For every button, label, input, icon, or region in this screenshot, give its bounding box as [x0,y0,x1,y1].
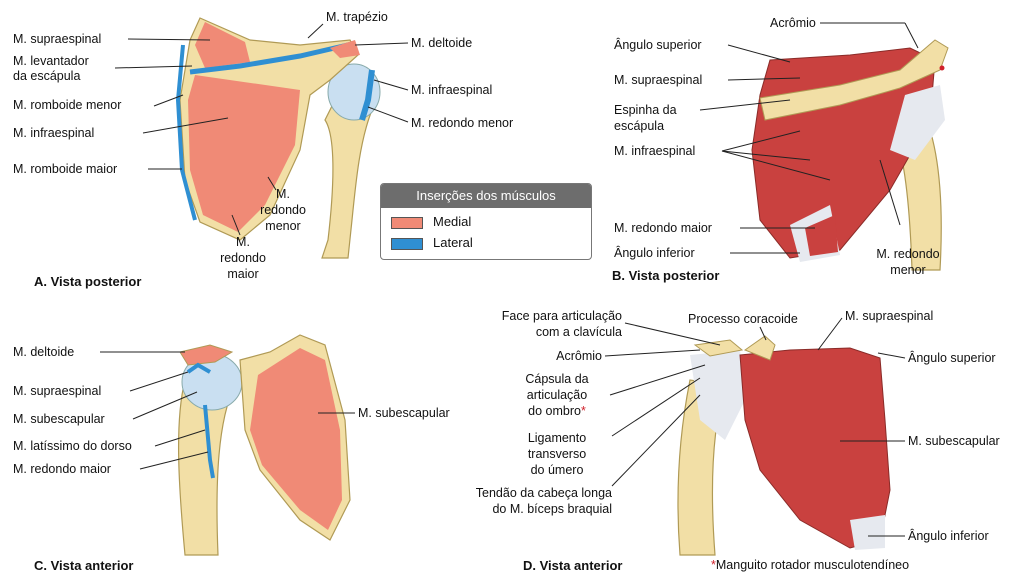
caption-d: D. Vista anterior [523,558,622,573]
label-a-supraespinal: M. supraespinal [13,32,101,47]
label-a-deltoide: M. deltoide [411,36,472,51]
caption-c: C. Vista anterior [34,558,133,573]
legend-swatch-medial [391,217,423,229]
legend-label-lateral: Lateral [433,235,473,250]
label-a-redondo-menor-right: M. redondo menor [411,116,513,131]
label-d-angulo-superior: Ângulo superior [908,351,996,366]
panel-b-drawing [752,40,948,270]
legend-title: Inserções dos músculos [381,184,591,208]
caption-b: B. Vista posterior [612,268,719,283]
label-a-redondo-menor-1: M. [258,187,308,202]
label-d-tendao-1: Tendão da cabeça longa [420,486,612,501]
label-c-latissimo: M. latíssimo do dorso [13,439,132,454]
label-d-ligamento-2: transverso [502,447,612,462]
label-d-supraespinal: M. supraespinal [845,309,933,324]
label-b-redondo-maior: M. redondo maior [614,221,712,236]
label-d-capsula-asterisk: * [581,404,586,418]
label-d-ligamento-1: Ligamento [502,431,612,446]
label-d-capsula-1: Cápsula da [502,372,612,387]
label-b-angulo-inferior: Ângulo inferior [614,246,695,261]
panel-d-drawing [678,336,890,555]
panel-c-drawing [179,335,350,555]
label-d-subescapular: M. subescapular [908,434,1000,449]
label-a-infraespinal-right: M. infraespinal [411,83,492,98]
footnote: *Manguito rotador musculotendíneo [711,558,909,573]
label-b-redondo-menor-2: menor [868,263,948,278]
label-d-ligamento-3: do úmero [502,463,612,478]
caption-a: A. Vista posterior [34,274,141,289]
label-c-subescapular: M. subescapular [13,412,105,427]
label-d-capsula-3: do ombro* [502,404,612,419]
label-b-supraespinal: M. supraespinal [614,73,702,88]
label-d-face-1: Face para articulação [440,309,622,324]
label-a-redondo-menor-3: menor [258,219,308,234]
label-d-capsula-3-text: do ombro [528,404,581,418]
label-c-redondo-maior: M. redondo maior [13,462,111,477]
label-a-levantador-1: M. levantador [13,54,89,69]
footnote-text: Manguito rotador musculotendíneo [716,558,909,572]
subscapular-area-c [250,348,342,530]
legend: Inserções dos músculos Medial Lateral [380,183,592,260]
label-d-acromio: Acrômio [480,349,602,364]
label-a-romboide-maior: M. romboide maior [13,162,117,177]
label-a-redondo-maior-3: maior [218,267,268,282]
label-b-infraespinal: M. infraespinal [614,144,695,159]
label-a-redondo-maior-2: redondo [218,251,268,266]
label-b-angulo-superior: Ângulo superior [614,38,702,53]
label-c-deltoide: M. deltoide [13,345,74,360]
legend-label-medial: Medial [433,214,471,229]
label-b-redondo-menor-1: M. redondo [868,247,948,262]
label-a-trapezio: M. trapézio [326,10,388,25]
label-a-levantador-2: da escápula [13,69,80,84]
label-b-acromio: Acrômio [770,16,816,31]
label-d-angulo-inferior: Ângulo inferior [908,529,989,544]
legend-swatch-lateral [391,238,423,250]
label-b-espinha-1: Espinha da [614,103,677,118]
inferior-angle-d [850,515,885,550]
label-d-face-2: com a clavícula [440,325,622,340]
label-a-redondo-maior-1: M. [218,235,268,250]
label-a-infraespinal: M. infraespinal [13,126,94,141]
label-b-espinha-2: escápula [614,119,664,134]
label-c-supraespinal: M. supraespinal [13,384,101,399]
label-d-capsula-2: articulação [502,388,612,403]
label-c-subescapular-right: M. subescapular [358,406,450,421]
label-d-processo-coracoide: Processo coracoide [688,312,798,327]
label-a-romboide-menor: M. romboide menor [13,98,121,113]
label-a-redondo-menor-2: redondo [258,203,308,218]
label-d-tendao-2: do M. bíceps braquial [420,502,612,517]
asterisk-b [940,66,945,71]
